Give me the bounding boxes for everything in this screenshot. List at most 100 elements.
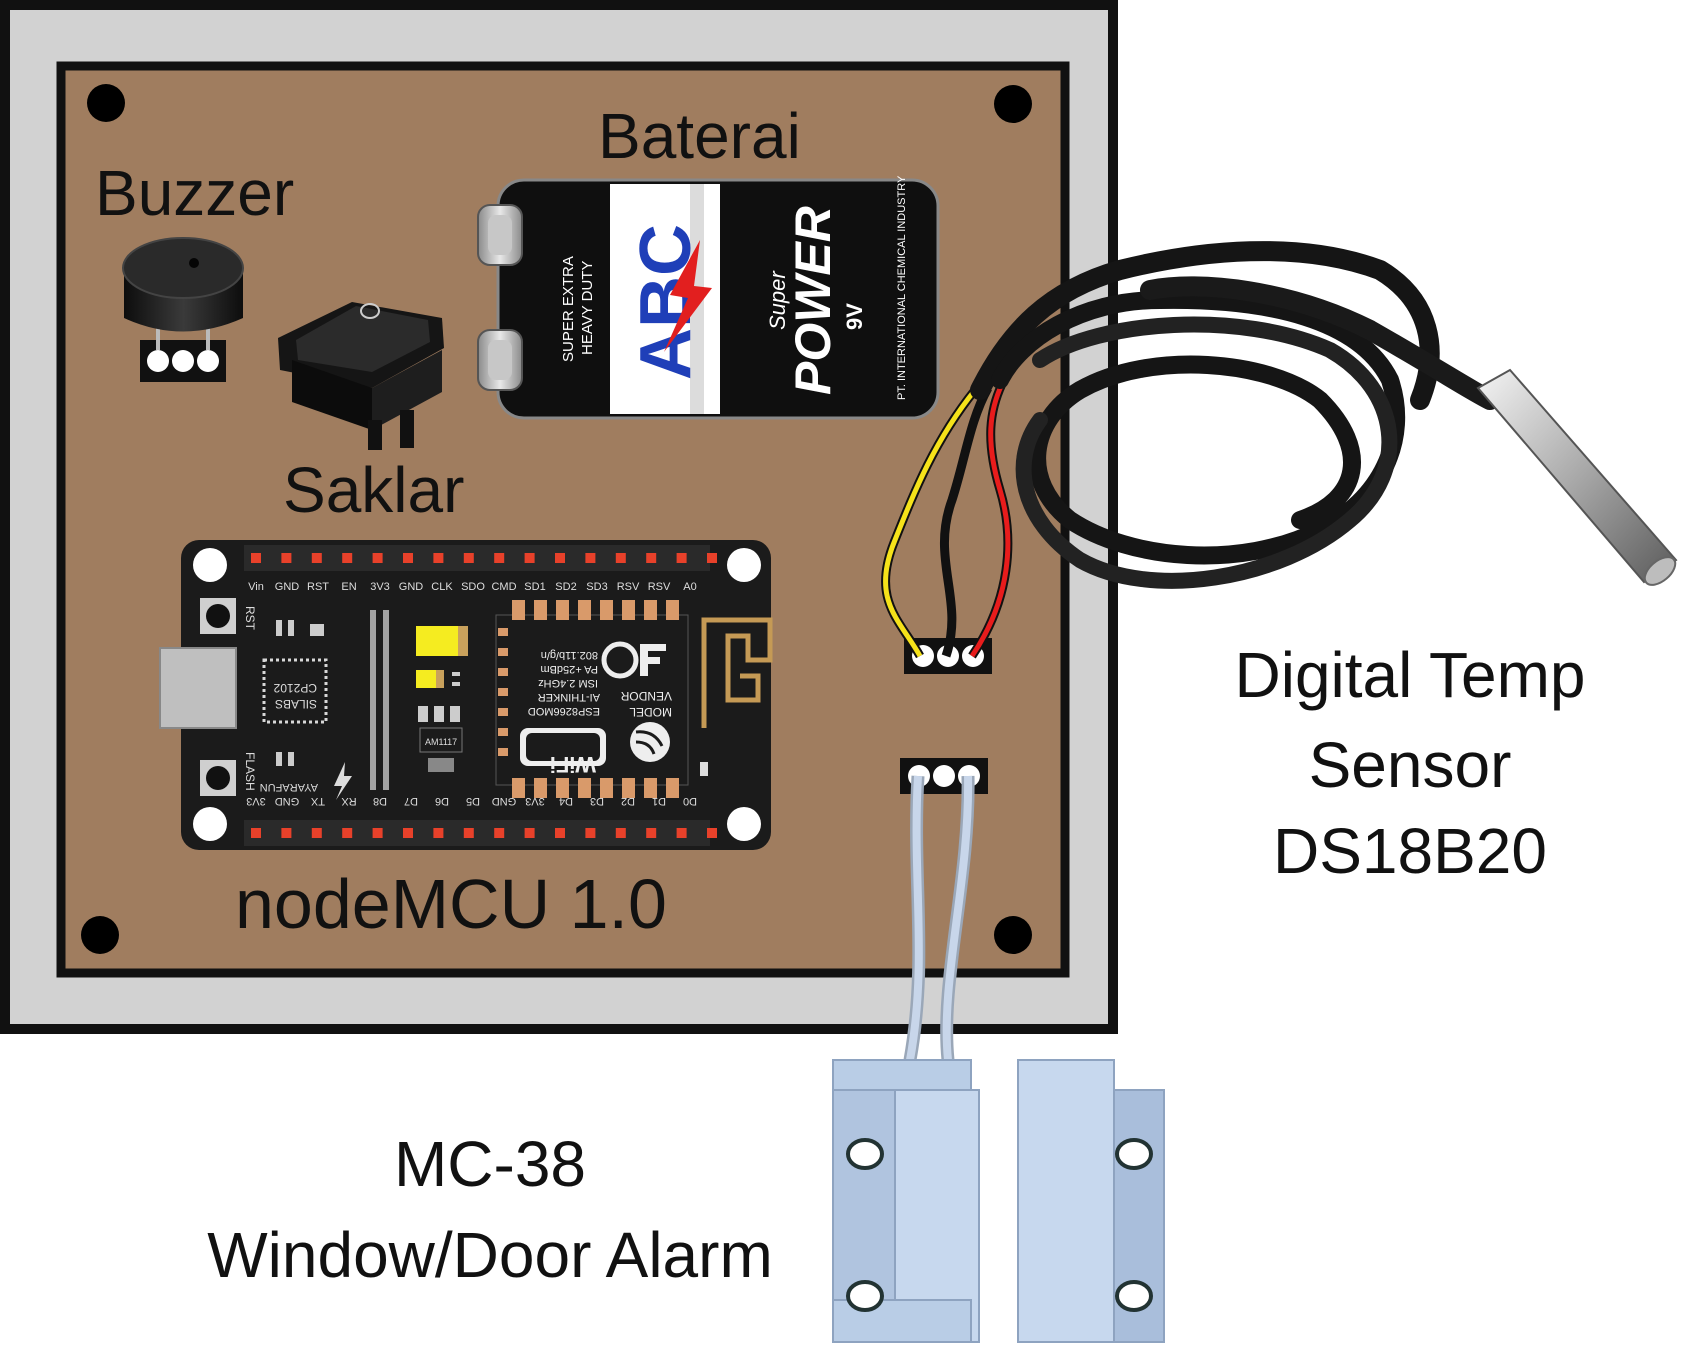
header-pin	[585, 828, 595, 838]
mounting-hole	[994, 916, 1032, 954]
battery-side-text-2: HEAVY DUTY	[579, 261, 596, 355]
module-vendor: VENDOR	[620, 689, 672, 703]
header-pin	[342, 553, 352, 563]
header-pin	[707, 828, 717, 838]
chip-label-1: SILABS	[275, 697, 317, 711]
header-pin	[312, 553, 322, 563]
module-pad	[622, 778, 635, 798]
alarm-magnet	[1018, 1060, 1164, 1342]
pin-label: RSV	[617, 581, 640, 593]
header-pin	[433, 553, 443, 563]
flash-button	[200, 760, 236, 796]
pin-label: Vin	[248, 581, 264, 593]
mounting-hole	[994, 85, 1032, 123]
battery-terminal-bottom	[478, 330, 522, 390]
pin-label: 3V3	[370, 581, 390, 593]
header-pin	[342, 828, 352, 838]
pin-label: RST	[307, 581, 329, 593]
temp-sensor-label-1: Digital Temp	[1235, 639, 1586, 711]
pin-label: 3V3	[246, 795, 266, 807]
pin-label: D8	[373, 795, 387, 807]
module-power: PA +25dBm	[540, 663, 598, 675]
module-pad	[644, 778, 657, 798]
battery-power-text: POWER	[785, 206, 841, 395]
module-pad	[498, 648, 508, 656]
module-std: 802.11b/g/n	[541, 649, 598, 661]
header-pin	[312, 828, 322, 838]
module-pad	[578, 778, 591, 798]
pin-label: GND	[399, 581, 424, 593]
pin-label: GND	[275, 795, 300, 807]
header-pin	[281, 553, 291, 563]
buzzer-label: Buzzer	[95, 157, 294, 229]
battery-terminal-top	[478, 205, 522, 265]
header-pin	[464, 828, 474, 838]
module-pad	[512, 778, 525, 798]
screw-hole	[1117, 1282, 1151, 1310]
header-pin	[433, 828, 443, 838]
pin-label: CLK	[431, 581, 453, 593]
module-model: MODEL	[629, 705, 672, 719]
pin-label: SD2	[555, 581, 576, 593]
module-band: ISM 2.4GHz	[538, 677, 598, 689]
module-pad	[556, 600, 569, 620]
module-pad	[512, 600, 525, 620]
buzzer	[123, 238, 243, 382]
pin-label: A0	[683, 581, 696, 593]
module-pad	[534, 600, 547, 620]
header-pin	[251, 828, 261, 838]
header-pin	[677, 828, 687, 838]
usb-port	[160, 648, 236, 728]
board-hole	[727, 548, 761, 582]
battery-9v: SUPER EXTRA HEAVY DUTY ABC Super POWER 9…	[478, 175, 938, 418]
module-pad	[666, 778, 679, 798]
module-pad	[556, 778, 569, 798]
espressif-logo-icon	[630, 722, 670, 762]
board-hole	[193, 548, 227, 582]
module-pad	[498, 688, 508, 696]
board-hole	[193, 807, 227, 841]
header-pin	[677, 553, 687, 563]
pin-label: RSV	[648, 581, 671, 593]
module-pad	[600, 600, 613, 620]
temp-sensor-label-3: DS18B20	[1273, 815, 1547, 887]
module-pad	[578, 600, 591, 620]
alarm-label-1: MC-38	[394, 1128, 586, 1200]
regulator-label: AM1117	[425, 737, 457, 747]
header-pin	[373, 553, 383, 563]
pin-label: GND	[275, 581, 300, 593]
header-pin	[251, 553, 261, 563]
module-name: ESP8266MOD	[528, 705, 600, 717]
header-pin	[555, 828, 565, 838]
alarm-label-2: Window/Door Alarm	[207, 1219, 773, 1291]
pin-label: RX	[341, 795, 357, 807]
pin-label: SD3	[586, 581, 607, 593]
battery-maker-text: PT. INTERNATIONAL CHEMICAL INDUSTRY	[896, 175, 908, 400]
battery-voltage: 9V	[842, 303, 867, 330]
flash-label: FLASH	[243, 752, 257, 791]
header-pin	[585, 553, 595, 563]
alarm-sensor-body	[833, 1060, 979, 1342]
header-pin	[616, 553, 626, 563]
module-pad	[498, 708, 508, 716]
header-pin	[646, 828, 656, 838]
screw-hole	[848, 1282, 882, 1310]
temp-sensor-label-2: Sensor	[1309, 729, 1512, 801]
pin-labels-top: VinGNDRSTEN3V3GNDCLKSDOCMDSD1SD2SD3RSVRS…	[248, 581, 697, 593]
chip-label-2: CP2102	[273, 681, 317, 695]
module-pad	[644, 600, 657, 620]
header-pin	[281, 828, 291, 838]
pin-label: D5	[466, 795, 480, 807]
header-pin	[646, 553, 656, 563]
board-hole	[727, 807, 761, 841]
mounting-hole	[87, 84, 125, 122]
battery-label: Baterai	[598, 100, 801, 172]
rst-label: RST	[243, 606, 257, 631]
pin-label: TX	[310, 795, 325, 807]
maker-label: AYARAFUN	[260, 781, 318, 793]
battery-side-text-1: SUPER EXTRA	[560, 256, 577, 362]
module-pad	[498, 728, 508, 736]
header-pin	[525, 553, 535, 563]
pin-label: SD1	[524, 581, 545, 593]
board-label: nodeMCU 1.0	[235, 865, 667, 943]
